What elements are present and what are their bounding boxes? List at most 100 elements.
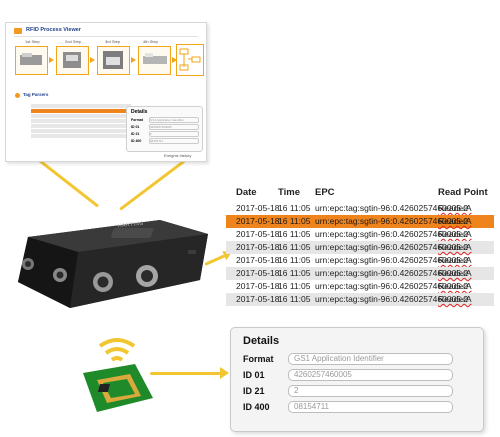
details-field-format[interactable]: GS1 Application Identifier [288, 353, 453, 365]
step-4-tile[interactable] [138, 46, 171, 75]
details-field-id400[interactable]: 08154711 [288, 401, 453, 413]
cell-date: 2017-05-18 [236, 242, 280, 252]
cell-read-point: ReaderA [438, 294, 472, 304]
cell-date: 2017-05-18 [236, 216, 280, 226]
mini-row[interactable] [31, 114, 131, 118]
flowchart-icon [176, 44, 204, 76]
cell-epc: urn:epc:tag:sgtin-96:0.4260257460005.2 [315, 268, 469, 278]
app-logo-icon [14, 28, 22, 34]
details-field-id21[interactable]: 2 [288, 385, 453, 397]
mini-field-id01[interactable]: 4260257460005 [149, 124, 199, 130]
details-label-id400: ID 400 [243, 402, 270, 412]
col-header-epc[interactable]: EPC [315, 187, 335, 198]
title-underline [14, 36, 198, 37]
step-3-tile[interactable] [97, 46, 130, 75]
press-icon [103, 51, 123, 69]
mini-row-selected[interactable] [31, 109, 131, 113]
cell-date: 2017-05-18 [236, 229, 280, 239]
step-label-1: 1st Step [25, 39, 40, 44]
mini-tag-table [31, 104, 131, 139]
step-1-tile[interactable] [15, 46, 48, 75]
machine-icon [63, 52, 81, 68]
cell-read-point: ReaderA [438, 242, 472, 252]
details-field-id01[interactable]: 4260257460005 [288, 369, 453, 381]
details-title: Details [243, 335, 280, 347]
conveyor-icon [20, 53, 42, 65]
cell-time: 16 11:05 [278, 229, 311, 239]
cell-date: 2017-05-18 [236, 281, 280, 291]
mini-details-title: Details [131, 109, 148, 115]
table-header: Date Time EPC Read Point [226, 187, 494, 202]
mini-label-id01: ID 01 [131, 125, 140, 129]
tag-parsers-label: Tag Parsers [23, 92, 49, 97]
details-panel: Details Format GS1 Application Identifie… [230, 327, 484, 432]
arrow-head-details-icon [220, 367, 229, 379]
cell-read-point: ReaderA [438, 268, 472, 278]
mini-details-box: Details Format ID 01 ID 21 ID 400 GS1 Ap… [126, 106, 203, 152]
col-header-time[interactable]: Time [278, 187, 301, 198]
cell-read-point: ReaderA [438, 216, 472, 226]
mini-row[interactable] [31, 129, 131, 133]
wireless-wave-middle-icon [104, 347, 130, 355]
cell-time: 16 11:05 [278, 216, 311, 226]
col-header-read-point[interactable]: Read Point [438, 187, 488, 198]
mini-field-format[interactable]: GS1 Application Identifier [149, 117, 199, 123]
mini-field-id400[interactable]: 08154711 [149, 138, 199, 144]
step-arrow-3-icon [131, 57, 136, 63]
cell-date: 2017-05-18 [236, 294, 280, 304]
mini-row[interactable] [31, 134, 131, 138]
cell-read-point: ReaderA [438, 281, 472, 291]
cell-date: 2017-05-18 [236, 203, 280, 213]
step-label-4: 4th Step [143, 39, 158, 44]
brand-plate [111, 228, 154, 238]
cell-epc: urn:epc:tag:sgtin-96:0.4260257460005.2 [315, 294, 469, 304]
cell-epc: urn:epc:tag:sgtin-96:0.4260257460005.2 [315, 281, 469, 291]
mini-label-id400: ID 400 [131, 139, 142, 143]
cell-read-point: ReaderA [438, 255, 472, 265]
cell-time: 16 11:05 [278, 268, 311, 278]
mini-label-id21: ID 21 [131, 132, 140, 136]
mini-row[interactable] [31, 104, 131, 108]
cell-epc: urn:epc:tag:sgtin-96:0.4260257460005.2 [315, 216, 469, 226]
step-label-2: 2nd Step [65, 39, 82, 44]
tag-parsers-icon [15, 93, 20, 98]
details-label-id21: ID 21 [243, 386, 265, 396]
mini-row[interactable] [31, 119, 131, 123]
rfid-tag [83, 338, 153, 412]
step-arrow-1-icon [49, 57, 54, 63]
cell-epc: urn:epc:tag:sgtin-96:0.4260257460005.2 [315, 203, 469, 213]
mini-label-format: Format [131, 118, 143, 122]
process-viewer-panel: RFID Process Viewer 1st Step 2nd Step 3r… [5, 22, 207, 162]
step-2-tile[interactable] [56, 46, 89, 75]
cell-epc: urn:epc:tag:sgtin-96:0.4260257460005.2 [315, 242, 469, 252]
wireless-wave-outer-icon [98, 338, 136, 348]
cell-date: 2017-05-18 [236, 255, 280, 265]
rack-icon [143, 53, 167, 64]
connector-line-details [150, 372, 222, 375]
mini-field-id21[interactable]: 2 [149, 131, 199, 137]
step-arrow-4-icon [172, 57, 177, 63]
cell-time: 16 11:05 [278, 203, 311, 213]
cell-time: 16 11:05 [278, 281, 311, 291]
cell-date: 2017-05-18 [236, 268, 280, 278]
col-header-date[interactable]: Date [236, 187, 257, 198]
cell-time: 16 11:05 [278, 242, 311, 252]
step-label-3: 3rd Step [105, 39, 121, 44]
cell-read-point: ReaderA [438, 203, 472, 213]
details-label-id01: ID 01 [243, 370, 265, 380]
cell-time: 16 11:05 [278, 255, 311, 265]
history-link[interactable]: Ereignis history [164, 153, 192, 158]
cell-read-point: ReaderA [438, 229, 472, 239]
mini-row[interactable] [31, 124, 131, 128]
cell-epc: urn:epc:tag:sgtin-96:0.4260257460005.2 [315, 255, 469, 265]
